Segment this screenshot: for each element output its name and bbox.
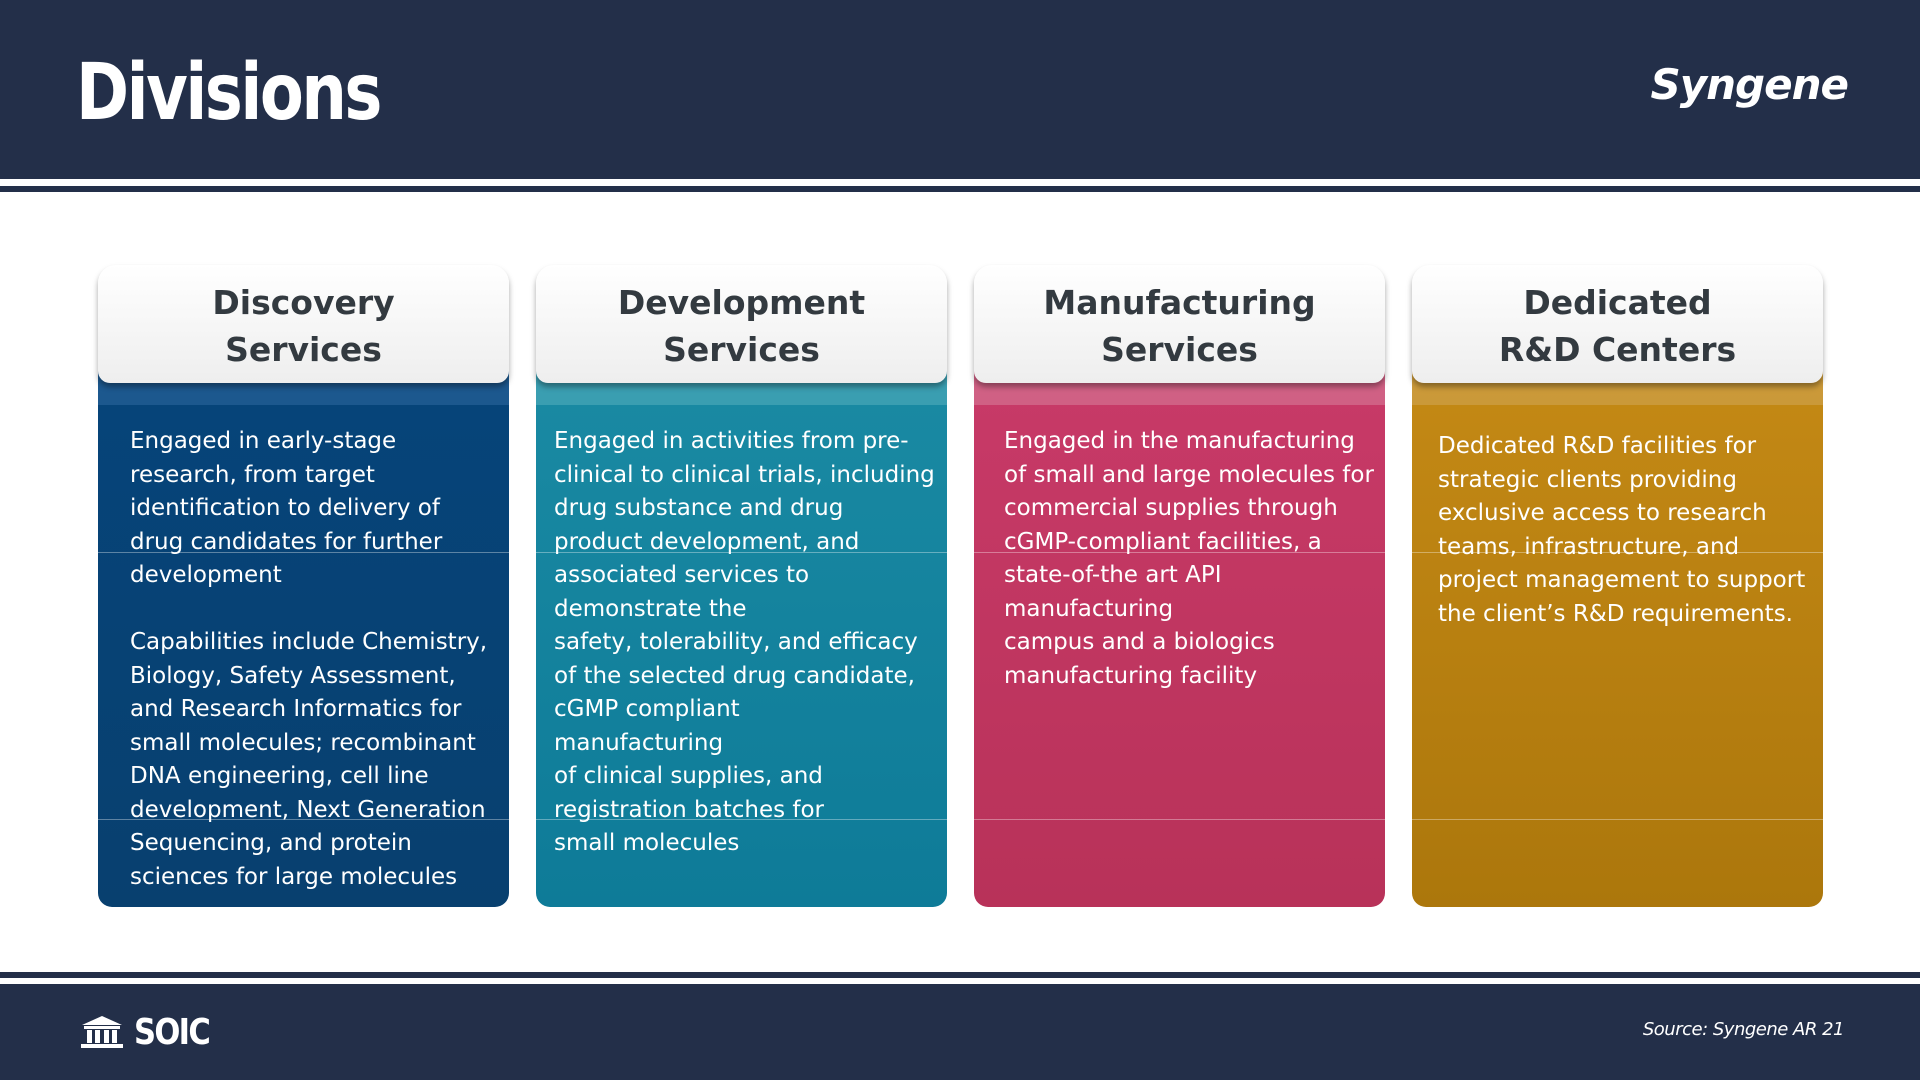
page-title: Divisions [76,48,382,138]
header-divider [0,186,1920,192]
source-note: Source: Syngene AR 21 [1642,1019,1845,1040]
card-title: Development Services [617,283,866,369]
footer-bar [0,984,1920,1080]
soic-logo: SOIC [78,1011,222,1053]
card-body [98,365,509,907]
card-body [1412,365,1823,907]
header-bar [0,0,1920,179]
card-title: Discovery Services [212,283,395,369]
card-discovery-services: Discovery Services Engaged in early-stag… [98,265,509,907]
card-title: Manufacturing Services [1043,283,1316,369]
card-header: Discovery Services [98,265,509,383]
card-description: Engaged in early-stage research, from ta… [130,428,488,890]
card-body [974,365,1385,907]
soic-logo-text: SOIC [134,1011,211,1053]
divisions-cards: Discovery Services Engaged in early-stag… [98,265,1824,907]
card-title: Dedicated R&D Centers [1498,283,1737,369]
card-description: Dedicated R&D facilities for strategic c… [1438,433,1806,627]
card-description: Engaged in the manufacturing of small an… [1004,428,1374,689]
card-header: Dedicated R&D Centers [1412,265,1823,383]
card-manufacturing-services: Manufacturing Services Engaged in the ma… [974,265,1385,907]
card-description: Engaged in activities from pre-clinical … [554,428,935,856]
footer-divider [0,972,1920,978]
card-dedicated-rd-centers: Dedicated R&D Centers Dedicated R&D faci… [1412,265,1823,907]
institution-icon [81,1016,123,1048]
card-development-services: Development Services Engaged in activiti… [536,265,947,907]
card-header: Development Services [536,265,947,383]
card-header: Manufacturing Services [974,265,1385,383]
brand-logo: Syngene [1650,60,1849,109]
card-body [536,365,947,907]
